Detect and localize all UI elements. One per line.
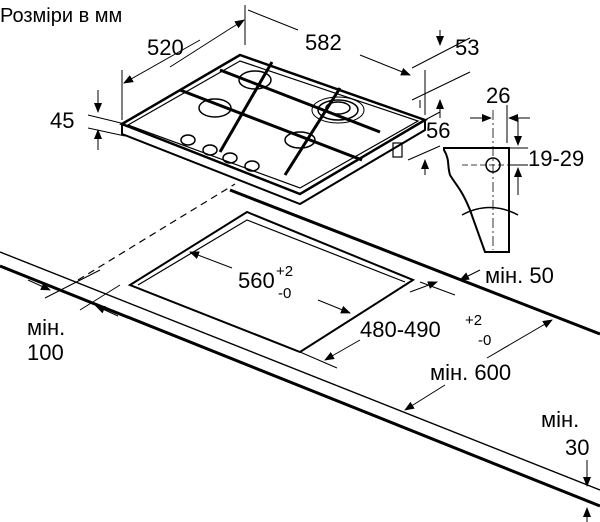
dimension-lines bbox=[27, 5, 591, 522]
dim-min-back: мін. 50 bbox=[485, 263, 554, 288]
dim-below-height: 56 bbox=[426, 118, 450, 143]
dim-cutout-depth: 480-490 bbox=[360, 317, 441, 342]
units-title: Розміри в мм bbox=[0, 5, 122, 27]
dim-hob-height: 45 bbox=[50, 108, 74, 133]
dim-back-gap: 53 bbox=[455, 35, 479, 60]
dim-bracket-range: 19-29 bbox=[528, 146, 584, 171]
cutout bbox=[127, 210, 416, 354]
burners bbox=[198, 70, 365, 149]
dim-min-side-prefix: мін. bbox=[27, 315, 65, 340]
dim-cutout-depth-tol-minus: -0 bbox=[478, 332, 491, 349]
hob-foot bbox=[392, 142, 403, 158]
dim-hob-depth: 520 bbox=[147, 35, 184, 60]
knobs bbox=[180, 134, 260, 172]
hob bbox=[119, 53, 428, 206]
dim-min-side-value: 100 bbox=[27, 340, 64, 365]
dim-hob-width: 582 bbox=[305, 30, 342, 55]
dim-cutout-width-tol-minus: -0 bbox=[278, 285, 291, 302]
mounting-bracket bbox=[443, 105, 530, 253]
dim-min-depth: мін. 600 bbox=[430, 360, 511, 385]
dim-min-thickness-value: 30 bbox=[565, 435, 589, 460]
dim-bracket-width: 26 bbox=[486, 83, 510, 108]
dim-cutout-width: 560 bbox=[238, 268, 275, 293]
dim-min-thickness-prefix: мін. bbox=[541, 407, 579, 432]
dim-cutout-depth-tol-plus: +2 bbox=[465, 312, 482, 329]
dim-cutout-width-tol-plus: +2 bbox=[276, 263, 293, 280]
